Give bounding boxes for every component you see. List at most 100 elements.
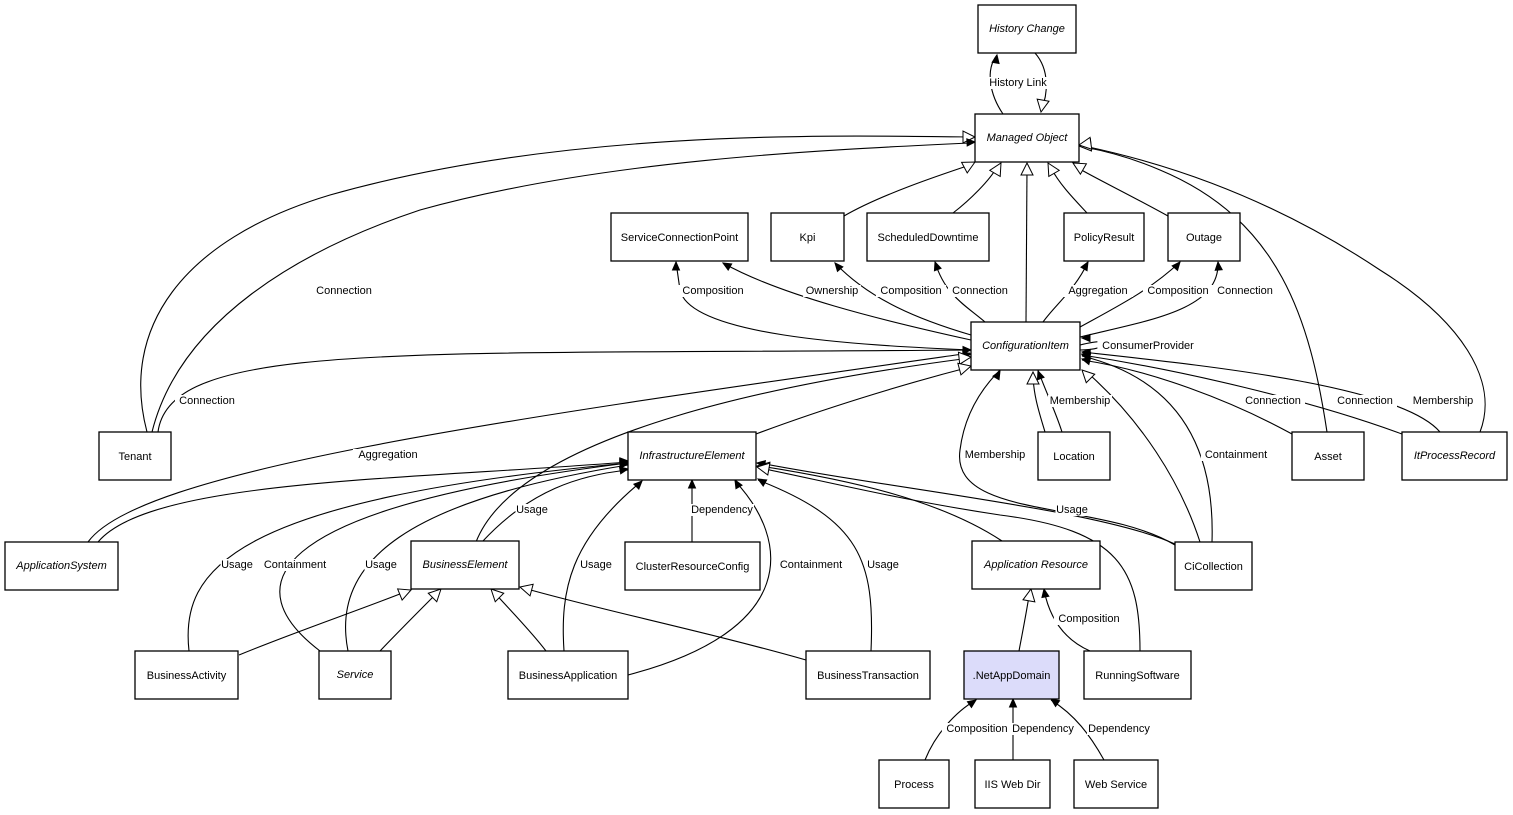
node-box[interactable] xyxy=(1037,431,1111,481)
edge-line xyxy=(757,479,873,652)
edge-label-bg xyxy=(1213,285,1277,297)
edge-line xyxy=(379,589,441,652)
node-box[interactable] xyxy=(878,759,950,809)
class-node-configuration-item[interactable]: ConfigurationItem xyxy=(970,321,1081,371)
class-node-running-software[interactable]: RunningSoftware xyxy=(1083,650,1192,700)
filled-arrowhead xyxy=(1049,698,1061,708)
node-box[interactable] xyxy=(963,650,1060,700)
edge-line xyxy=(1025,167,1028,323)
node-box[interactable] xyxy=(134,650,239,700)
class-node-location[interactable]: Location xyxy=(1037,431,1111,481)
node-box[interactable] xyxy=(974,113,1080,163)
node-box[interactable] xyxy=(410,540,520,590)
node-box[interactable] xyxy=(4,541,119,591)
class-node-application-system[interactable]: ApplicationSystem xyxy=(4,541,119,591)
class-node-asset[interactable]: Asset xyxy=(1291,431,1365,481)
node-box[interactable] xyxy=(1174,541,1253,591)
node-box[interactable] xyxy=(1401,431,1508,481)
edge-line xyxy=(1079,261,1219,338)
edge-label: Connection xyxy=(179,395,235,407)
class-node-policy-result[interactable]: PolicyResult xyxy=(1063,212,1145,262)
node-label: Outage xyxy=(1186,232,1222,244)
edge-label: Connection xyxy=(1245,395,1301,407)
class-node-infrastructure-element[interactable]: InfrastructureElement xyxy=(627,431,757,481)
edge-label-bg xyxy=(1053,613,1125,625)
edge-line xyxy=(834,262,972,336)
class-node-web-service[interactable]: Web Service xyxy=(1073,759,1159,809)
class-node-net-app-domain[interactable]: .NetAppDomain xyxy=(963,650,1060,700)
node-box[interactable] xyxy=(318,650,392,700)
node-box[interactable] xyxy=(1167,212,1241,262)
node-box[interactable] xyxy=(977,4,1077,54)
node-box[interactable] xyxy=(971,540,1101,590)
edge-label-bg xyxy=(963,449,1027,461)
edge-line xyxy=(755,366,971,435)
class-node-iis-web-dir[interactable]: IIS Web Dir xyxy=(974,759,1051,809)
association-edge xyxy=(933,260,986,323)
node-box[interactable] xyxy=(507,650,629,700)
node-box[interactable] xyxy=(627,431,757,481)
node-box[interactable] xyxy=(805,650,931,700)
class-node-history-change[interactable]: History Change xyxy=(977,4,1077,54)
edge-label-bg xyxy=(312,285,376,297)
inheritance-edge xyxy=(379,588,442,652)
class-node-process[interactable]: Process xyxy=(878,759,950,809)
class-node-service[interactable]: Service xyxy=(318,650,392,700)
edge-line xyxy=(1050,699,1105,761)
node-box[interactable] xyxy=(970,321,1081,371)
inheritance-edge xyxy=(1047,162,1088,214)
class-node-business-element[interactable]: BusinessElement xyxy=(410,540,520,590)
class-node-outage[interactable]: Outage xyxy=(1167,212,1241,262)
hollow-arrowhead xyxy=(1072,162,1088,176)
node-box[interactable] xyxy=(610,212,749,262)
filled-arrowhead xyxy=(756,478,768,487)
node-box[interactable] xyxy=(974,759,1051,809)
class-node-tenant[interactable]: Tenant xyxy=(98,431,172,481)
edge-label-bg xyxy=(1411,395,1475,407)
node-box[interactable] xyxy=(1063,212,1145,262)
class-node-service-connection-point[interactable]: ServiceConnectionPoint xyxy=(610,212,749,262)
hollow-arrowhead xyxy=(518,583,534,597)
node-box[interactable] xyxy=(1083,650,1192,700)
association-edge xyxy=(1041,587,1091,652)
edge-label-bg xyxy=(364,559,398,571)
hollow-arrowhead xyxy=(490,588,505,603)
node-box[interactable] xyxy=(1073,759,1159,809)
edge-line xyxy=(151,142,971,433)
node-box[interactable] xyxy=(770,212,845,262)
node-label: Asset xyxy=(1314,451,1342,463)
node-label: BusinessElement xyxy=(423,559,509,571)
class-node-business-activity[interactable]: BusinessActivity xyxy=(134,650,239,700)
class-node-business-transaction[interactable]: BusinessTransaction xyxy=(805,650,931,700)
node-label: BusinessTransaction xyxy=(817,670,919,682)
edge-label-bg xyxy=(775,559,847,571)
filled-arrowhead xyxy=(834,262,844,273)
inheritance-edge xyxy=(238,588,413,656)
edge-label-bg xyxy=(948,285,1012,297)
node-box[interactable] xyxy=(866,212,990,262)
edge-label-bg xyxy=(175,395,239,407)
class-node-cluster-resource-config[interactable]: ClusterResourceConfig xyxy=(624,541,761,591)
node-box[interactable] xyxy=(98,431,172,481)
class-node-it-process-record[interactable]: ItProcessRecord xyxy=(1401,431,1508,481)
node-label: ServiceConnectionPoint xyxy=(621,232,738,244)
edge-label: Dependency xyxy=(1088,723,1150,735)
edge-label-bg xyxy=(515,504,549,516)
inheritance-edge xyxy=(843,161,976,217)
edge-label: Usage xyxy=(867,559,899,571)
hollow-arrowhead xyxy=(957,351,973,366)
class-node-ci-collection[interactable]: CiCollection xyxy=(1174,541,1253,591)
class-node-kpi[interactable]: Kpi xyxy=(770,212,845,262)
hollow-arrowhead xyxy=(1047,162,1061,178)
class-node-scheduled-downtime[interactable]: ScheduledDowntime xyxy=(866,212,990,262)
node-box[interactable] xyxy=(1291,431,1365,481)
class-node-application-resource[interactable]: Application Resource xyxy=(971,540,1101,590)
class-node-managed-object[interactable]: Managed Object xyxy=(974,113,1080,163)
edge-line xyxy=(562,480,643,652)
edge-label: Usage xyxy=(1056,504,1088,516)
class-node-business-application[interactable]: BusinessApplication xyxy=(507,650,629,700)
node-label: Service xyxy=(337,669,374,681)
filled-arrowhead xyxy=(966,699,978,709)
node-box[interactable] xyxy=(624,541,761,591)
